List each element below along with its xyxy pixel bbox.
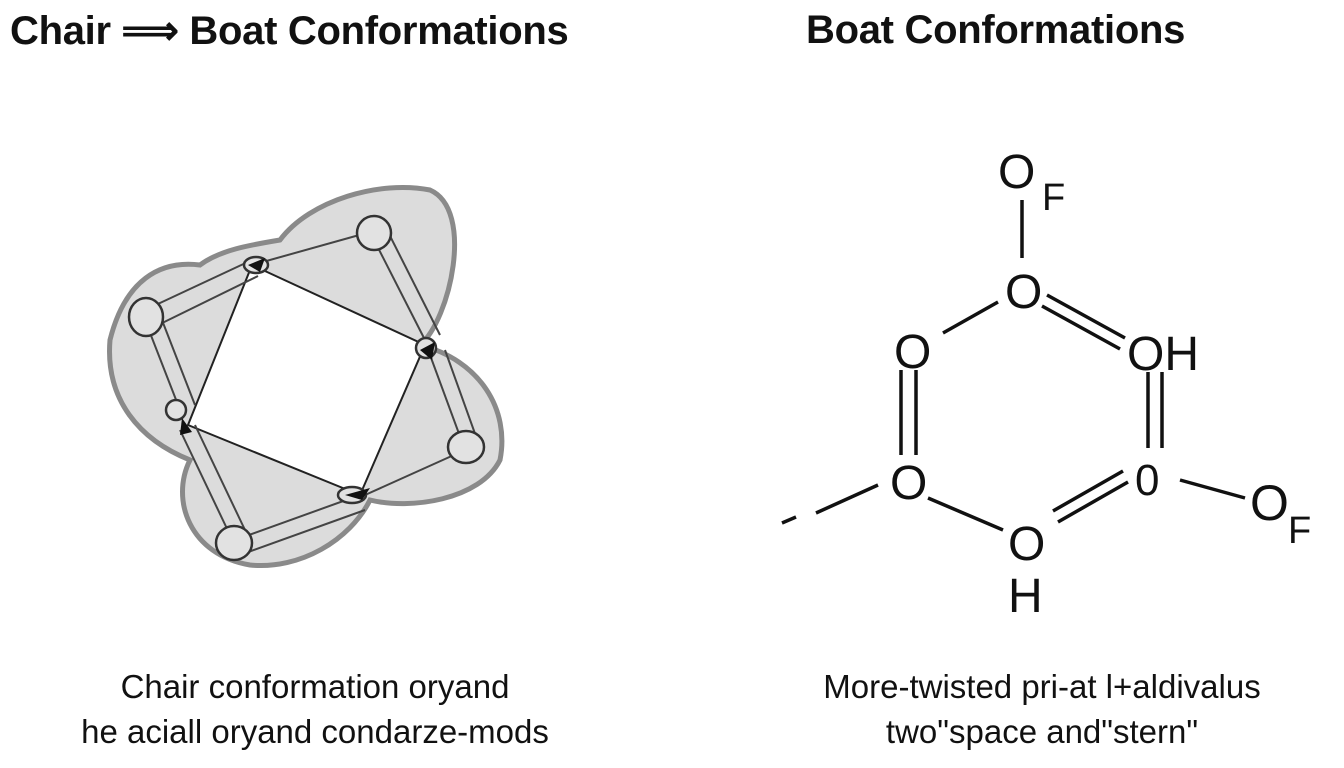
left-caption-line-2: he aciall oryand condarze-mods [81, 713, 549, 750]
boat-conformation-diagram: O F O O OH O 0 O H O F [781, 146, 1311, 623]
atom-bottom-o: O [1008, 518, 1045, 571]
right-caption-line-2: two"space and"stern" [885, 713, 1199, 750]
atom-top-f: F [1042, 177, 1065, 219]
atom-left-lower-o: O [890, 457, 927, 510]
atom-far-right-o: O [1250, 475, 1289, 531]
left-caption-line-1: Chair conformation oryand [120, 668, 510, 705]
left-title: Chair ⟹ Boat Conformations [10, 9, 569, 53]
chair-conformation-diagram [107, 185, 505, 569]
atom-upper-o: O [1005, 266, 1042, 319]
atom-bottom-h: H [1008, 570, 1043, 623]
right-caption-line-1: More-twisted pri-at l+aldivalus [823, 668, 1261, 705]
boat-bonds [781, 200, 1246, 532]
atom-left-upper-o: O [894, 326, 931, 379]
left-caption: Chair conformation oryand he aciall orya… [40, 664, 590, 754]
right-title: Boat Conformations [806, 8, 1186, 52]
atom-top-o: O [998, 146, 1035, 199]
boat-atom-labels: O F O O OH O 0 O H O F [890, 146, 1311, 623]
atom-far-right-f: F [1288, 510, 1311, 552]
right-caption: More-twisted pri-at l+aldivalus two"spac… [740, 664, 1344, 754]
atom-right-lower-0: 0 [1135, 456, 1159, 505]
chair-wedge-marks [180, 258, 435, 500]
atom-right-upper-oh: OH [1127, 328, 1199, 381]
